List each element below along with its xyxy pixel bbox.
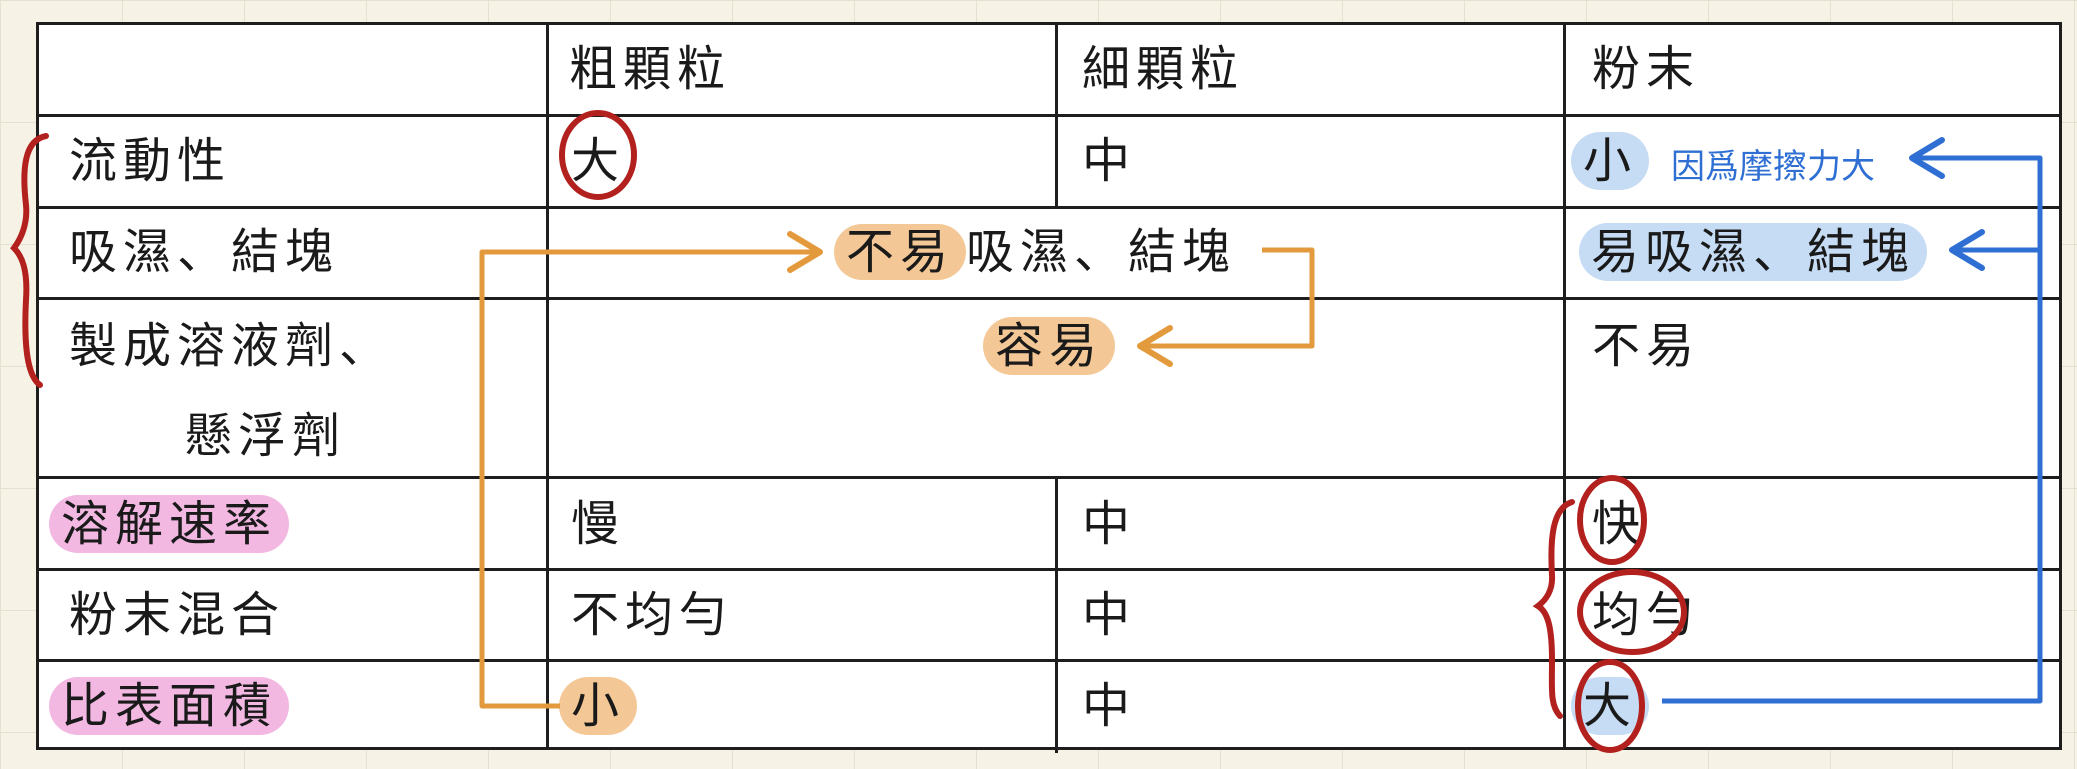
flow-powder: 小 — [1571, 132, 1650, 190]
grid-line — [39, 476, 2059, 479]
blue-arrow-path — [1662, 155, 2043, 704]
red-brace-left — [10, 133, 49, 388]
grid-line — [39, 568, 2059, 571]
row-label-dissolve: 溶解速率 — [49, 495, 290, 553]
orange-arrow-path-2 — [1140, 247, 1315, 349]
red-circle-surface-powder — [1575, 659, 1645, 753]
row-label-mixing: 粉末混合 — [69, 587, 286, 643]
friction-note: 因爲摩擦力大 — [1671, 147, 1875, 187]
row-label-surface: 比表面積 — [49, 677, 290, 735]
grid-line — [546, 25, 549, 747]
row-label-flow: 流動性 — [69, 133, 232, 189]
red-circle-dissolve-powder — [1577, 475, 1647, 565]
grid-line — [39, 297, 2059, 300]
dissolve-coarse: 慢 — [571, 496, 626, 552]
grid-line — [1055, 476, 1058, 753]
moisture-coarse-fine: 不易吸濕、結塊 — [834, 223, 1236, 281]
mixing-coarse: 不均勻 — [571, 587, 734, 643]
grid-line — [39, 114, 2059, 117]
orange-arrowhead-2 — [1137, 325, 1173, 367]
red-circle-flow-coarse — [559, 110, 637, 200]
red-brace-right — [1532, 499, 1575, 719]
moisture-highlight: 不易 — [834, 224, 967, 280]
orange-arrowhead — [787, 231, 823, 273]
flow-coarse: 大 — [571, 133, 626, 189]
header-coarse: 粗顆粒 — [569, 41, 732, 97]
row-label-solution-line1: 製成溶液劑、 — [69, 318, 394, 374]
solution-powder: 不易 — [1592, 318, 1701, 374]
flow-fine: 中 — [1082, 133, 1137, 189]
dissolve-powder: 快 — [1592, 496, 1647, 552]
particle-size-table: 粗顆粒 細顆粒 粉末 流動性 大 中 小 因爲摩擦力大 吸濕、結塊 不易吸濕、結… — [36, 22, 2062, 753]
surface-coarse: 小 — [559, 677, 638, 735]
row-label-moisture: 吸濕、結塊 — [69, 224, 340, 280]
moisture-rest: 吸濕、結塊 — [966, 224, 1237, 280]
header-fine: 細顆粒 — [1082, 41, 1245, 97]
dissolve-fine: 中 — [1082, 496, 1137, 552]
orange-arrow-path — [479, 249, 820, 709]
grid-line — [1055, 25, 1058, 114]
surface-fine: 中 — [1082, 678, 1137, 734]
header-powder: 粉末 — [1592, 41, 1701, 97]
blue-arrowhead-flow — [1909, 137, 1945, 179]
moisture-powder: 易吸濕、結塊 — [1579, 223, 1928, 281]
grid-line — [39, 659, 2059, 662]
blue-arrowhead-moisture — [1949, 229, 1985, 271]
row-label-solution-line2: 懸浮劑 — [184, 408, 347, 464]
red-circle-mixing-powder — [1577, 569, 1687, 655]
grid-line — [1055, 114, 1058, 206]
grid-line — [1563, 25, 1566, 747]
mixing-fine: 中 — [1082, 587, 1137, 643]
solution-coarse-fine: 容易 — [983, 317, 1116, 375]
grid-line — [39, 206, 2059, 209]
